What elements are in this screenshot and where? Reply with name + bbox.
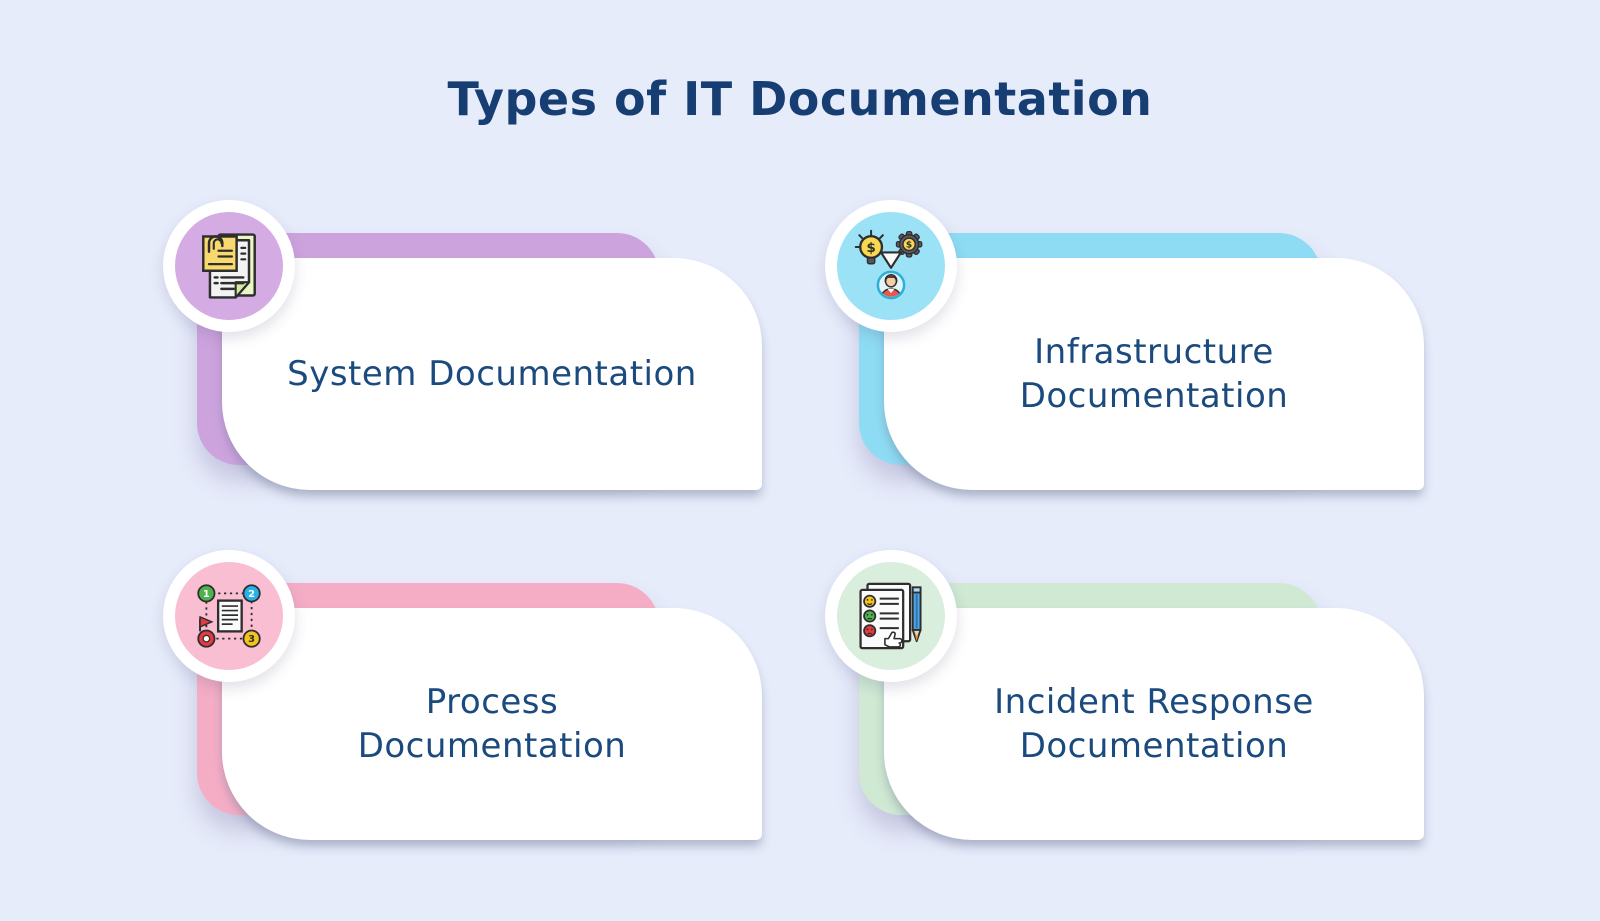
rating-faces [863, 594, 877, 638]
card-title-line: Documentation [1019, 726, 1289, 766]
svg-text:3: 3 [248, 634, 255, 645]
gear-dollar: $ [895, 230, 923, 258]
feedback-checklist-pencil-icon [859, 582, 922, 650]
thumbs-up [884, 631, 903, 648]
card-icon-badge: 1 2 3 [163, 550, 295, 682]
page-title: Types of IT Documentation [447, 72, 1153, 126]
card-title-line: Infrastructure [1034, 332, 1274, 372]
card-title-line: Process [425, 682, 559, 722]
card-title: Process Documentation [358, 680, 627, 768]
document [216, 599, 243, 633]
card-title: Incident Response Documentation [994, 680, 1314, 768]
card-title: System Documentation [287, 352, 697, 396]
card-icon-badge [825, 550, 957, 682]
card-system-documentation: System Documentation [163, 200, 829, 510]
numbered-process-flow-icon: 1 2 3 [197, 584, 261, 648]
face-mouths [867, 602, 873, 635]
card-front: Infrastructure Documentation [884, 258, 1424, 490]
card-title-line: Incident Response [994, 682, 1314, 722]
step-numbers: 1 2 3 [203, 589, 255, 645]
lightbulb-dollar: $ [854, 229, 884, 265]
person [876, 270, 906, 300]
card-icon-badge: $ $ [825, 200, 957, 332]
text-lines [879, 597, 899, 630]
card-front: Process Documentation [222, 608, 762, 840]
svg-text:1: 1 [203, 589, 210, 600]
card-icon-badge [163, 200, 295, 332]
face-eyes [866, 599, 873, 631]
start-point [202, 634, 211, 643]
idea-cost-resources-person-icon: $ $ [854, 229, 923, 300]
svg-text:$: $ [866, 240, 875, 256]
card-front: Incident Response Documentation [884, 608, 1424, 840]
svg-text:2: 2 [248, 589, 255, 600]
funnel [879, 251, 903, 269]
flag [199, 615, 214, 632]
card-process-documentation: Process Documentation [163, 550, 829, 860]
card-title: Infrastructure Documentation [1020, 330, 1289, 418]
card-incident-response-documentation: Incident Response Documentation [825, 550, 1491, 860]
card-title-line: Documentation [1019, 376, 1289, 416]
documents-group [202, 233, 256, 299]
card-title-line: Documentation [357, 726, 627, 766]
pencil [911, 586, 922, 643]
dotted-path [205, 592, 253, 640]
card-infrastructure-documentation: Infrastructure Documentation $ [825, 200, 1491, 510]
card-front: System Documentation [222, 258, 762, 490]
card-title-line: System Documentation [287, 354, 697, 394]
svg-text:$: $ [906, 241, 912, 251]
stacked-documents-paperclip-icon [202, 233, 256, 299]
